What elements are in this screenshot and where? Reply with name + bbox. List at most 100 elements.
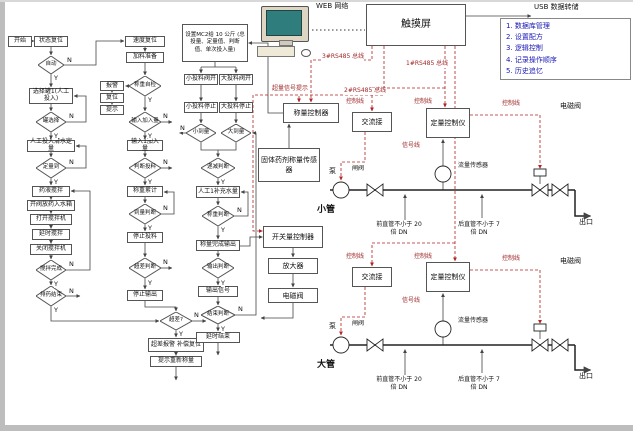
flow-node: 药液搅拌	[32, 186, 70, 197]
label-yes: Y	[148, 132, 152, 140]
solenoid-box: 电磁阀	[268, 288, 318, 303]
flow-decision: 递减判断	[201, 158, 235, 178]
setpoint-box: 设置MC2给 10 公斤 (总投量、定量值、判断值、单次投入量)	[182, 24, 248, 62]
dosing-controller-box: 定量控制仪	[426, 262, 470, 292]
outlet-label: 出口	[579, 372, 593, 381]
signal-line-label: 信号线	[402, 142, 421, 150]
front-straight-note: 前直管不小于 20 倍 DN	[376, 221, 422, 237]
label-yes: Y	[179, 330, 183, 338]
flow-node: 延时搅拌	[32, 229, 70, 240]
label-yes: Y	[54, 306, 58, 314]
back-straight-note: 后直管不小于 7 倍 DN	[458, 376, 500, 392]
flow-node: 大投料停止	[219, 102, 253, 113]
pump-label: 泵	[329, 322, 336, 331]
feature-item: 3. 逻辑控制	[506, 44, 543, 53]
signal-line-label: 信号线	[402, 297, 421, 305]
flow-decision: 结束判断	[201, 306, 235, 324]
label-yes: Y	[148, 279, 152, 287]
label-yes: Y	[221, 178, 225, 186]
pump-label: 泵	[329, 167, 336, 176]
control-line-label: 控制线	[414, 98, 433, 106]
manual-valve-icon	[551, 338, 569, 352]
gate-valve-icon	[366, 338, 384, 352]
flow-decision: 搅拌完成	[36, 260, 66, 280]
mouse-icon	[301, 49, 311, 57]
flow-node: 小投料停止	[184, 102, 218, 113]
flow-sensor-icon	[434, 165, 452, 183]
flow-sensor-label: 流量传感器	[458, 162, 489, 170]
flow-decision: 定量到	[36, 158, 66, 178]
gate-valve-label: 闸阀	[352, 165, 365, 173]
flow-decision: 判断投料	[129, 158, 161, 178]
flow-node: 打开搅拌机	[30, 214, 72, 225]
label-no: N	[237, 206, 242, 214]
control-line-label: 控制线	[502, 255, 521, 263]
flow-node: 停止输出	[127, 290, 163, 301]
flow-node: 选择罐1(人工投入)	[29, 88, 73, 104]
flow-decision: 大到量	[221, 124, 251, 142]
gate-valve-icon	[366, 183, 384, 197]
label-no: N	[194, 311, 199, 319]
label-no: N	[67, 56, 72, 64]
label-yes: Y	[54, 132, 58, 140]
overload-signal-label: 超量信号提示	[272, 85, 309, 93]
flow-node: 称量完成输出	[196, 240, 240, 251]
solid-chemical-sensor-box: 固体药剂称量传感器	[258, 148, 320, 182]
feature-item: 2. 设置配方	[506, 33, 543, 42]
feature-item: 4. 记录操作顺序	[506, 55, 557, 64]
gate-valve-label: 闸阀	[352, 320, 365, 328]
feature-item: 1. 数据库管理	[506, 22, 550, 30]
pump-icon	[332, 181, 350, 199]
flow-decision: 超差?	[160, 312, 192, 330]
dosing-controller-box: 定量控制仪	[426, 108, 470, 138]
control-line-label: 控制线	[346, 98, 365, 106]
weighing-controller-box: 称量控制器	[283, 103, 339, 123]
flow-node: 人工1补充水量	[196, 186, 240, 198]
bus3-label: 3#RS485 总线	[322, 53, 365, 61]
flow-decision: 称重自检	[129, 76, 161, 96]
pump-icon	[332, 336, 350, 354]
solenoid-valve-icon	[531, 323, 549, 352]
pipe-name: 大管	[317, 357, 336, 370]
label-yes: Y	[221, 279, 225, 287]
flow-node: 报警	[100, 81, 124, 91]
label-no: N	[238, 305, 243, 313]
front-straight-note: 前直管不小于 20 倍 DN	[376, 376, 422, 392]
keyboard-icon	[257, 46, 295, 57]
label-yes: Y	[148, 224, 152, 232]
touchscreen-box: 触摸屏	[366, 4, 466, 46]
flow-sensor-icon	[434, 320, 452, 338]
feature-list: 1. 数据库管理 2. 设置配方 3. 逻辑控制 4. 记录操作顺序 5. 历史…	[500, 18, 631, 80]
usb-dump-label: USB 数据转储	[534, 3, 579, 12]
flow-decision: 排药结束	[36, 286, 66, 306]
label-no: N	[69, 260, 74, 268]
flow-node: 称重累计	[127, 186, 163, 197]
flow-decision: 称重判断	[202, 206, 234, 226]
label-no: N	[69, 158, 74, 166]
amplifier-box: 放大器	[268, 258, 318, 274]
flow-decision: 罐选择	[36, 112, 66, 132]
flow-node: 人工投入清水定量	[27, 138, 75, 152]
web-network-label: WEB 网络	[316, 2, 349, 11]
flow-node: 提示重新称量	[150, 356, 202, 367]
label-no: N	[163, 258, 168, 266]
flow-node: 延时结束	[196, 332, 240, 343]
flow-node: 停止投料	[127, 232, 163, 243]
ac-contactor-box: 交流接	[352, 112, 392, 132]
bus1-label: 1#RS485 总线	[406, 60, 449, 68]
flow-node: 输入1加入量	[127, 138, 163, 151]
label-yes: Y	[148, 96, 152, 104]
label-no: N	[180, 124, 185, 132]
label-yes: Y	[148, 178, 152, 186]
back-straight-note: 后直管不小于 7 倍 DN	[458, 221, 500, 237]
flow-node: 提示	[100, 105, 124, 115]
solenoid-valve-label: 电磁阀	[560, 102, 581, 111]
flow-node: 状态复位	[34, 36, 68, 47]
computer-stand-icon	[279, 40, 293, 46]
label-yes: Y	[54, 178, 58, 186]
manual-valve-icon	[551, 183, 569, 197]
label-yes: Y	[54, 280, 58, 288]
flow-decision: 超差判断	[129, 258, 161, 278]
